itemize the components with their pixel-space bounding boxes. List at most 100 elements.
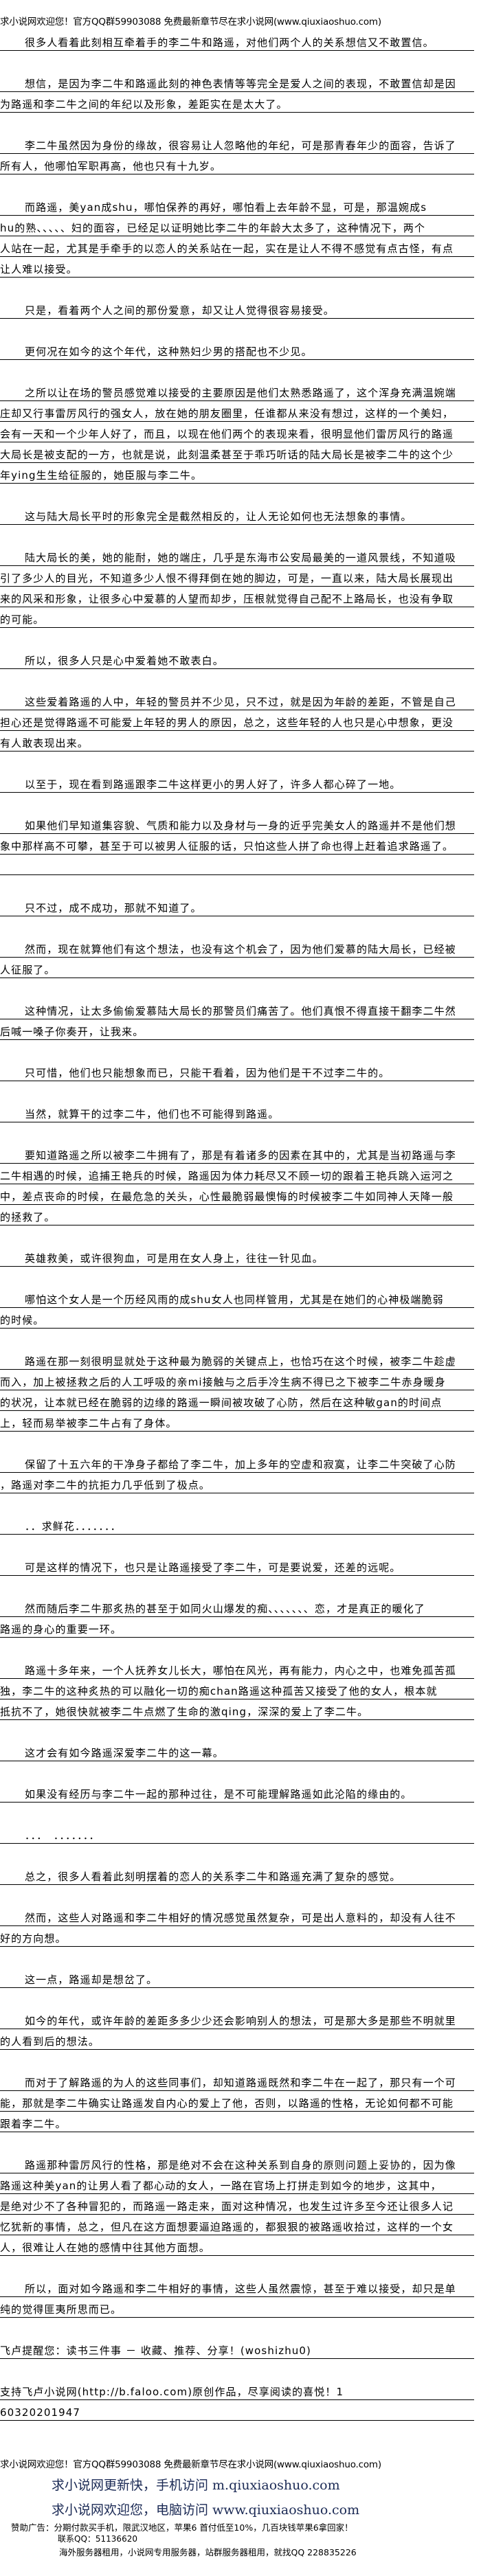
paragraph: 然而，现在就算他们有这个想法，也没有这个机会了，因为他们爱慕的陆大局长，已经被人… xyxy=(0,937,481,978)
text-line: 的拯救了。 xyxy=(0,1205,474,1225)
text-line: 这些爱着路遥的人中，年轻的警员并不少见，只不过，就是因为年龄的差距，不管是自己 xyxy=(0,690,474,710)
text-line: 以至于，现在看到路遥跟李二牛这样更小的男人好了，许多人都心碎了一地。 xyxy=(0,772,474,793)
text-line: 路遥在那一刻很明显就处于这种最为脆弱的关键点上，也恰巧在这个时候，被李二牛趁虚 xyxy=(0,1349,474,1370)
paragraph: 所以，面对如今路遥和李二牛相好的事情，这些人虽然震惊，甚至于难以接受，却只是单纯… xyxy=(0,2276,481,2318)
paragraph: 总之，很多人看着此刻明摆着的恋人的关系李二牛和路遥充满了复杂的感觉。 xyxy=(0,1864,481,1885)
paragraph: 更何况在如今的这个年代，这种熟妇少男的搭配也不少见。 xyxy=(0,339,481,360)
text-line: 总之，很多人看着此刻明摆着的恋人的关系李二牛和路遥充满了复杂的感觉。 xyxy=(0,1864,474,1885)
paragraph: 如今的年代，或许年龄的差距多多少少还会影响别人的想法，可是那大多是那些不明就里的… xyxy=(0,2009,481,2050)
text-line: 飞卢提醒您：读书三件事 － 收藏、推荐、分享！(woshizhu0) xyxy=(0,2338,474,2359)
paragraph: 然而，这些人对路遥和李二牛相好的情况感觉虽然复杂，可是出人意料的，却没有人往不好… xyxy=(0,1906,481,1947)
paragraph: 支持飞卢小说网(http://b.faloo.com)原创作品，尽享阅读的喜悦！… xyxy=(0,2380,481,2421)
text-line: 而对于了解路遥的为人的这些同事们，却知道路遥既然和李二牛在一起了，那只有一个可 xyxy=(0,2070,474,2091)
text-line: 可是这样的情况下，也只是让路遥接受了李二牛，可是要说爱，还差的远呢。 xyxy=(0,1555,474,1576)
text-line: 引了多少人的目光，不知道多少人恨不得拜倒在她的脚边，可是，一直以来，陆大局长展现… xyxy=(0,566,474,587)
paragraph: 只可惜，他们也只能想象而已，只能干看着，因为他们是干不过李二牛的。 xyxy=(0,1061,481,1081)
text-line: 为路遥和李二牛之间的年纪以及形象，差距实在是太大了。 xyxy=(0,92,474,113)
text-line: 然而，现在就算他们有这个想法，也没有这个机会了，因为他们爱慕的陆大局长，已经被 xyxy=(0,937,474,958)
paragraph: 当然，就算干的过李二牛，他们也不可能得到路遥。 xyxy=(0,1102,481,1122)
text-line: 的时候。 xyxy=(0,1308,474,1329)
text-line: 年ying生生给征服的，她臣服与李二牛。 xyxy=(0,463,474,484)
text-line: 而入，加上被拯救之后的人工呼吸的亲mi接触与之后手冷生病不得已之下被李二牛赤身暖… xyxy=(0,1370,474,1390)
site-welcome-banner: 求小说网欢迎您！官方QQ群59903088 免费最新章节尽在求小说网(www.q… xyxy=(0,16,381,27)
text-line: 这才会有如今路遥深爱李二牛的这一幕。 xyxy=(0,1741,474,1761)
paragraph: 保留了十五六年的干净身子都给了李二牛，加上多年的空虚和寂寞，让李二牛突破了心防，… xyxy=(0,1452,481,1493)
text-line: 然而随后李二牛那炙热的甚至于如同火山爆发的痴、、、、、、、恋，才是真正的暖化了 xyxy=(0,1596,474,1617)
text-line: 跟着李二牛。 xyxy=(0,2112,474,2132)
text-line: 李二牛虽然因为身份的缘故，很容易让人忽略他的年纪，可是那青春年少的面容，告诉了 xyxy=(0,133,474,154)
paragraph: 飞卢提醒您：读书三件事 － 收藏、推荐、分享！(woshizhu0) xyxy=(0,2338,481,2359)
text-line: 很多人看着此刻相互牵着手的李二牛和路遥，对他们两个人的关系想信又不敢置信。 xyxy=(0,30,474,51)
text-line: 如今的年代，或许年龄的差距多多少少还会影响别人的想法，可是那大多是那些不明就里 xyxy=(0,2009,474,2029)
text-line: 只是，看着两个人之间的那份爱意，却又让人觉得很容易接受。 xyxy=(0,298,474,319)
text-line: 让人难以接受。 xyxy=(0,257,474,278)
server-ad[interactable]: 海外服务器租用，小说网专用服务器，站群服务器租用，就找QQ 228835226 xyxy=(59,2547,357,2557)
paragraph: 如果他们早知道集容貌、气质和能力以及身材与一身的近乎完美女人的路遥并不是他们想象… xyxy=(0,813,481,875)
text-line: 路遥这种美yan的让男人看了都心动的女人，一路在官场上打拼走到如今的地步，这其中… xyxy=(0,2173,474,2194)
text-line: 只不过，成不成功，那就不知道了。 xyxy=(0,896,474,916)
text-line: 之所以让在场的警员感觉难以接受的主要原因是他们太熟悉路遥了，这个浑身充满温婉端 xyxy=(0,381,474,401)
paragraph: 这与陆大局长平时的形象完全是截然相反的，让人无论如何也无法想象的事情。 xyxy=(0,504,481,525)
paragraph: 这种情况，让太多偷偷爱慕陆大局长的那警员们痛苦了。他们真恨不得直接干翻李二牛然后… xyxy=(0,999,481,1040)
text-line: 当然，就算干的过李二牛，他们也不可能得到路遥。 xyxy=(0,1102,474,1122)
paragraph: ．．． ．．．．．．． xyxy=(0,1823,481,1844)
sponsor-ad[interactable]: 赞助广告：分期付款买手机，限武汉地区，苹果6 首付低至10%，几百块钱苹果6拿回… xyxy=(11,2522,353,2533)
text-line: 是绝对少不了各种冒犯的，而路遥一路走来，面对这种情况，也发生过许多至今还让很多人… xyxy=(0,2194,474,2215)
text-line: 路遥十多年来，一个人抚养女儿长大，哪怕在风光，再有能力，内心之中，也难免孤苦孤 xyxy=(0,1658,474,1679)
text-line: 然而，这些人对路遥和李二牛相好的情况感觉虽然复杂，可是出人意料的，却没有人往不 xyxy=(0,1906,474,1926)
text-line: 只可惜，他们也只能想象而已，只能干看着，因为他们是干不过李二牛的。 xyxy=(0,1061,474,1081)
paragraph: 想信，是因为李二牛和路遥此刻的神色表情等等完全是爱人之间的表现，不敢置信却是因为… xyxy=(0,71,481,113)
text-line: ．．． ．．．．．．． xyxy=(0,1823,474,1844)
paragraph: ．．求鲜花．．．．．．． xyxy=(0,1514,481,1535)
paragraph: 然而随后李二牛那炙热的甚至于如同火山爆发的痴、、、、、、、恋，才是真正的暖化了路… xyxy=(0,1596,481,1638)
text-line: 陆大局长的美，她的能耐，她的端庄，几乎是东海市公安局最美的一道风景线，不知道吸 xyxy=(0,545,474,566)
text-line: 这种情况，让太多偷偷爱慕陆大局长的那警员们痛苦了。他们真恨不得直接干翻李二牛然 xyxy=(0,999,474,1019)
text-line: 英雄救美，或许很狗血，可是用在女人身上，往往一针见血。 xyxy=(0,1246,474,1267)
text-line: 而路遥，美yan成shu，哪怕保养的再好，哪怕看上去年龄不显，可是，那温婉成s xyxy=(0,195,474,216)
chapter-content: 很多人看着此刻相互牵着手的李二牛和路遥，对他们两个人的关系想信又不敢置信。想信，… xyxy=(0,30,481,2421)
text-line: 的可能。 xyxy=(0,607,474,628)
text-line: 有人敢表现出来。 xyxy=(0,731,474,752)
paragraph: 英雄救美，或许很狗血，可是用在女人身上，往往一针见血。 xyxy=(0,1246,481,1267)
paragraph: 哪怕这个女人是一个历经风雨的成shu女人也同样管用，尤其是在她们的心神极端脆弱的… xyxy=(0,1287,481,1329)
paragraph: 可是这样的情况下，也只是让路遥接受了李二牛，可是要说爱，还差的远呢。 xyxy=(0,1555,481,1576)
text-line: 如果没有经历与李二牛一起的那种过往，是不可能理解路遥如此沦陷的缘由的。 xyxy=(0,1782,474,1803)
text-line: 后喊一嗓子你奏开，让我来。 xyxy=(0,1019,474,1040)
paragraph: 路遥十多年来，一个人抚养女儿长大，哪怕在风光，再有能力，内心之中，也难免孤苦孤独… xyxy=(0,1658,481,1720)
text-line: 的人看到后的想法。 xyxy=(0,2029,474,2050)
text-line: 人征服了。 xyxy=(0,958,474,978)
text-line: 独，李二牛的这种炙热的可以融化一切的痴chan路遥这种孤苦又接受了他的女人，根本… xyxy=(0,1679,474,1699)
paragraph: 路遥在那一刻很明显就处于这种最为脆弱的关键点上，也恰巧在这个时候，被李二牛趁虚而… xyxy=(0,1349,481,1432)
text-line: 哪怕这个女人是一个历经风雨的成shu女人也同样管用，尤其是在她们的心神极端脆弱 xyxy=(0,1287,474,1308)
text-line: 能，那就是李二牛确实让路遥发自内心的爱上了他，否则，以路遥的性格，无论如何都不可… xyxy=(0,2091,474,2112)
paragraph: 而对于了解路遥的为人的这些同事们，却知道路遥既然和李二牛在一起了，那只有一个可能… xyxy=(0,2070,481,2132)
mobile-site-link[interactable]: 求小说网更新快，手机访问 m.qiuxiaoshuo.com xyxy=(52,2478,340,2493)
paragraph: 这一点，路遥却是想岔了。 xyxy=(0,1967,481,1988)
text-line: 的状况，让本就已经在脆弱的边缘的路遥一瞬间被攻破了心防，然后在这种敏gan的时间… xyxy=(0,1390,474,1411)
text-line: 60320201947 xyxy=(0,2400,474,2421)
footer-welcome-banner: 求小说网欢迎您！官方QQ群59903088 免费最新章节尽在求小说网(www.q… xyxy=(0,2459,381,2470)
desktop-site-link[interactable]: 求小说网欢迎您，电脑访问 www.qiuxiaoshuo.com xyxy=(52,2502,360,2518)
text-line: 所以，面对如今路遥和李二牛相好的事情，这些人虽然震惊，甚至于难以接受，却只是单 xyxy=(0,2276,474,2297)
sponsor-ad-contact: 联系QQ：51136620 xyxy=(58,2534,137,2544)
paragraph: 只是，看着两个人之间的那份爱意，却又让人觉得很容易接受。 xyxy=(0,298,481,319)
text-line: 所有人，他哪怕军职再高，他也只有十九岁。 xyxy=(0,154,474,174)
paragraph: 如果没有经历与李二牛一起的那种过往，是不可能理解路遥如此沦陷的缘由的。 xyxy=(0,1782,481,1803)
text-line: 上，轻而易举被李二牛占有了身体。 xyxy=(0,1411,474,1432)
text-line: 路遥那种雷厉风行的性格，那是绝对不会在这种关系到自身的原则问题上妥协的，因为像 xyxy=(0,2153,474,2173)
text-line: 保留了十五六年的干净身子都给了李二牛，加上多年的空虚和寂寞，让李二牛突破了心防 xyxy=(0,1452,474,1473)
text-line: 忆犹新的事情，总之，但凡在这方面想要逼迫路遥的，都狠狠的被路遥收拾过，这样的一个… xyxy=(0,2215,474,2235)
site-footer: 求小说网欢迎您！官方QQ群59903088 免费最新章节尽在求小说网(www.q… xyxy=(0,2456,481,2558)
text-line: 这一点，路遥却是想岔了。 xyxy=(0,1967,474,1988)
text-line xyxy=(0,855,474,875)
text-line: 庄却又行事雷厉风行的强女人，放在她的朋友圈里，任谁都从来没有想过，这样的一个美妇… xyxy=(0,401,474,422)
text-line: ．．求鲜花．．．．．．． xyxy=(0,1514,474,1535)
text-line: 人，很难让人在她的感情中往其他方面想。 xyxy=(0,2235,474,2256)
text-line: 大局长是被支配的一方，也就是说，此刻温柔甚至于乖巧听话的陆大局长是被李二牛的这个… xyxy=(0,442,474,463)
paragraph: 李二牛虽然因为身份的缘故，很容易让人忽略他的年纪，可是那青春年少的面容，告诉了所… xyxy=(0,133,481,174)
text-line: 支持飞卢小说网(http://b.faloo.com)原创作品，尽享阅读的喜悦！… xyxy=(0,2380,474,2400)
text-line: 中，差点丧命的时候，在最危急的关头，心性最脆弱最懊悔的时候被李二牛如同神人天降一… xyxy=(0,1184,474,1205)
text-line: ，路遥对李二牛的抗拒力几乎低到了极点。 xyxy=(0,1473,474,1493)
text-line: 这与陆大局长平时的形象完全是截然相反的，让人无论如何也无法想象的事情。 xyxy=(0,504,474,525)
